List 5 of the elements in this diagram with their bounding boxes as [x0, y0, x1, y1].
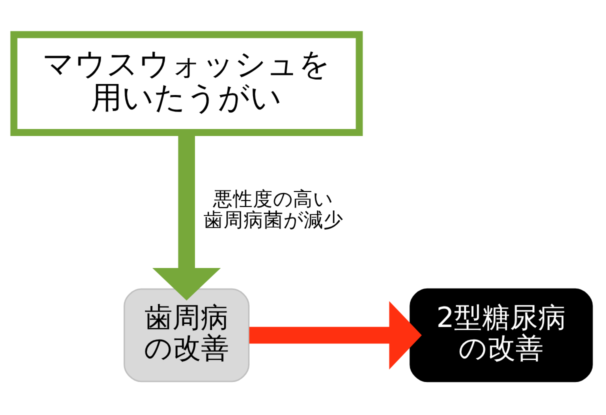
- node-box: 2型糖尿病の改善: [410, 288, 593, 382]
- edge-label: 悪性度の高い歯周病菌が減少: [203, 186, 344, 231]
- node-box: マウスウォッシュを用いたうがい: [10, 30, 363, 136]
- arrow: [249, 300, 422, 369]
- node-box: 歯周病の改善: [124, 288, 250, 382]
